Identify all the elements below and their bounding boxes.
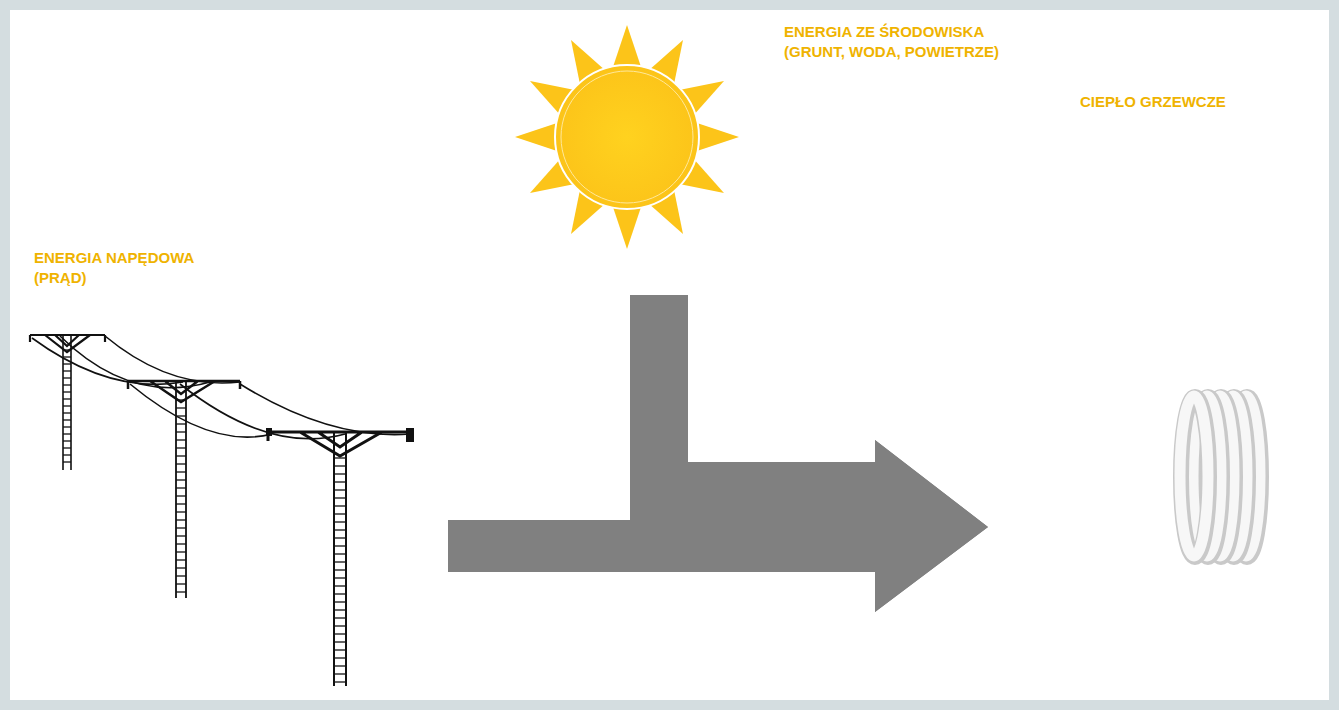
ladder-rung [176, 415, 186, 416]
ladder-rung [63, 433, 71, 434]
node-label: CIEPŁO GRZEWCZE [1080, 92, 1280, 112]
sun-ray [612, 25, 643, 71]
ladder-rung [176, 447, 186, 448]
ladder-rung [176, 431, 186, 432]
ladder-rung [334, 545, 346, 546]
ladder-rung [176, 535, 186, 536]
sun-icon [515, 25, 739, 249]
sun-ray [515, 122, 561, 153]
ladder-rung [334, 625, 346, 626]
ladder-rung [176, 479, 186, 480]
power-line-pylons [30, 335, 414, 686]
ladder-rung [176, 527, 186, 528]
ladder-rung [176, 551, 186, 552]
ladder-rung [176, 439, 186, 440]
ladder-rung [334, 553, 346, 554]
ladder-rung [63, 398, 71, 399]
node-label: ENERGIA NAPĘDOWA (PRĄD) [34, 248, 234, 288]
ladder-rung [63, 391, 71, 392]
coil-ring [1181, 397, 1209, 557]
ladder-rung [63, 384, 71, 385]
ladder-rung [63, 377, 71, 378]
ladder-rung [176, 407, 186, 408]
ladder-rung [334, 641, 346, 642]
ladder-rung [63, 412, 71, 413]
ladder-rung [176, 471, 186, 472]
ladder-rung [334, 593, 346, 594]
ladder-rung [334, 633, 346, 634]
ladder-rung [176, 575, 186, 576]
ladder-rung [176, 559, 186, 560]
ladder-rung [176, 487, 186, 488]
ladder-rung [63, 447, 71, 448]
ladder-rung [63, 370, 71, 371]
ladder-rung [334, 481, 346, 482]
ladder-rung [334, 561, 346, 562]
ladder-rung [63, 426, 71, 427]
diagram-node: ENERGIA NAPĘDOWA (PRĄD) [28, 244, 448, 690]
ladder-rung [176, 455, 186, 456]
ladder-rung [334, 617, 346, 618]
ladder-rung [334, 457, 346, 458]
sun-ray [693, 122, 739, 153]
ladder-rung [63, 454, 71, 455]
ladder-rung [334, 681, 346, 682]
ladder-rung [334, 489, 346, 490]
ladder-rung [63, 440, 71, 441]
ladder-rung [176, 399, 186, 400]
node-label: ENERGIA ZE ŚRODOWISKA (GRUNT, WODA, POWI… [784, 22, 1034, 62]
ladder-rung [334, 649, 346, 650]
ladder-rung [176, 543, 186, 544]
heating-coil [1180, 396, 1261, 557]
ladder-rung [334, 497, 346, 498]
ladder-rung [176, 583, 186, 584]
ladder-rung [334, 513, 346, 514]
ladder-rung [334, 521, 346, 522]
sun-ray [612, 203, 643, 249]
ladder-rung [176, 511, 186, 512]
ladder-rung [176, 495, 186, 496]
ladder-rung [334, 577, 346, 578]
diagram-node: ENERGIA ZE ŚRODOWISKA (GRUNT, WODA, POWI… [550, 18, 1070, 295]
ladder-rung [63, 363, 71, 364]
ladder-rung [334, 505, 346, 506]
diagram-node: CIEPŁO GRZEWCZE [988, 88, 1288, 578]
ladder-rung [334, 473, 346, 474]
ladder-rung [334, 585, 346, 586]
ladder-rung [334, 529, 346, 530]
ladder-rung [176, 503, 186, 504]
ladder-rung [63, 356, 71, 357]
ladder-rung [334, 465, 346, 466]
ladder-rung [176, 423, 186, 424]
ladder-rung [334, 657, 346, 658]
ladder-rung [334, 569, 346, 570]
ladder-rung [176, 463, 186, 464]
ladder-rung [63, 405, 71, 406]
ladder-rung [176, 567, 186, 568]
flow-arrow [630, 295, 988, 612]
ladder-rung [63, 461, 71, 462]
ladder-rung [334, 537, 346, 538]
coil-ring-highlight [1180, 396, 1208, 556]
ladder-rung [63, 349, 71, 350]
ladder-rung [334, 609, 346, 610]
ladder-rung [334, 601, 346, 602]
ladder-rung [176, 591, 186, 592]
ladder-rung [63, 419, 71, 420]
ladder-rung [176, 519, 186, 520]
ladder-rung [334, 665, 346, 666]
ladder-rung [334, 673, 346, 674]
